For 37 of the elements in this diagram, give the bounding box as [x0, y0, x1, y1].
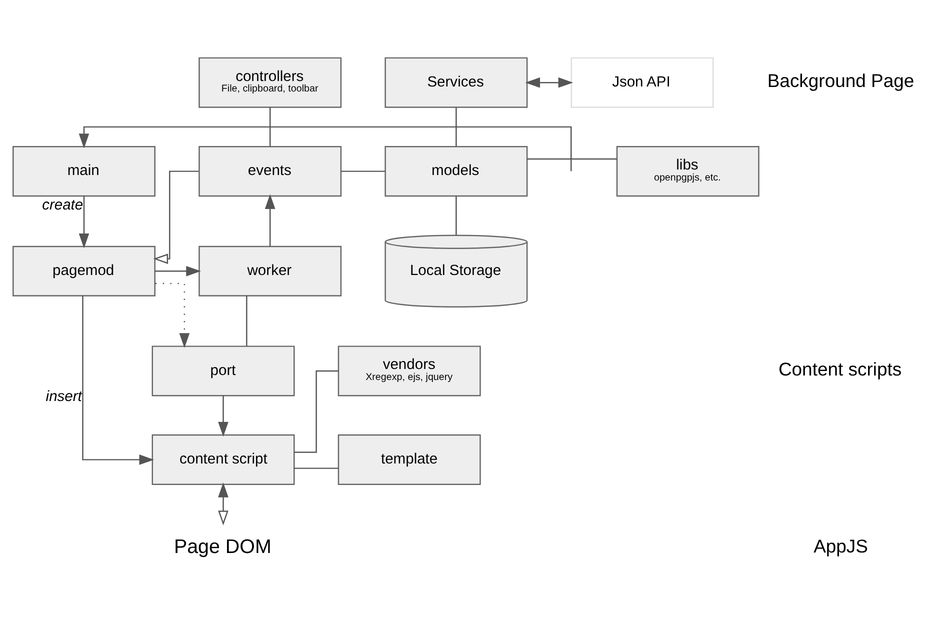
arrow: [82, 295, 154, 464]
connector: [294, 370, 338, 452]
arrow: [78, 126, 572, 171]
arrow: [218, 482, 228, 525]
connector: [269, 106, 271, 146]
node-box: template: [338, 434, 481, 484]
arrow: [78, 195, 90, 248]
arrow: [264, 194, 276, 246]
node-box: vendors Xregexp, ejs, jquery: [338, 345, 481, 396]
arrow: [525, 76, 574, 88]
node-text: Page DOM: [174, 536, 272, 558]
connector: [294, 467, 338, 468]
node-box: content script: [152, 434, 295, 484]
connector: [527, 158, 617, 160]
label: AppJS: [814, 535, 868, 556]
node-box: main: [12, 146, 156, 196]
node-box: models: [384, 146, 528, 196]
connector: [340, 170, 386, 172]
node-box: events: [198, 146, 342, 196]
label: Background Page: [767, 69, 914, 90]
node-box: pagemod: [12, 245, 156, 296]
node-box: controllers File, clipboard, toolbar: [198, 56, 342, 108]
edge-label: create: [42, 197, 84, 214]
arrow: [153, 170, 199, 264]
node-box: worker: [198, 245, 342, 296]
connector: [456, 106, 457, 146]
arrow: [155, 282, 190, 348]
node-box: libs openpgpjs, etc.: [616, 146, 760, 196]
label: Content scripts: [778, 358, 902, 379]
connector: [246, 295, 248, 346]
node-box: Services: [384, 56, 528, 108]
node-box: Json API: [570, 56, 714, 108]
connector: [456, 195, 457, 235]
arrow: [154, 265, 201, 276]
arrow: [218, 395, 228, 436]
node-box: port: [152, 345, 295, 396]
edge-label: insert: [46, 388, 82, 404]
